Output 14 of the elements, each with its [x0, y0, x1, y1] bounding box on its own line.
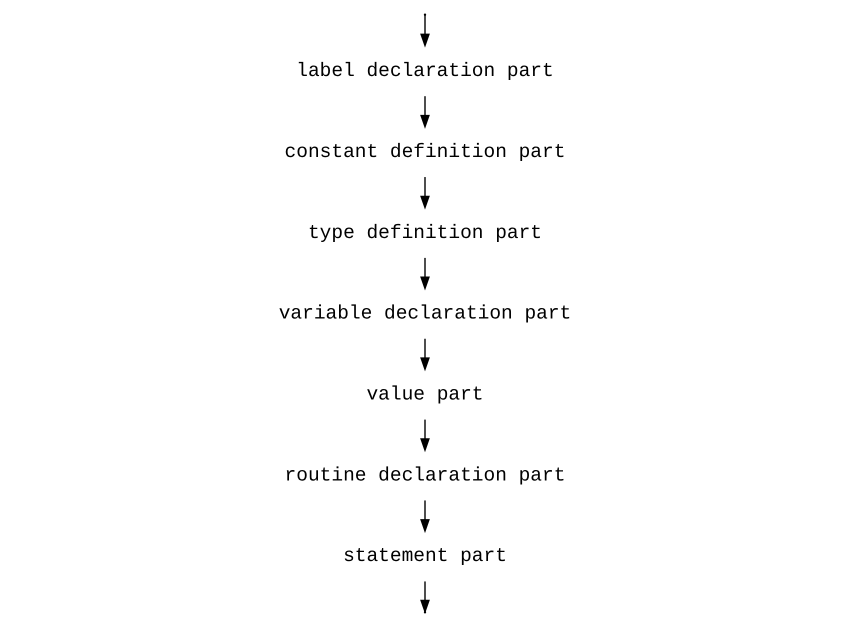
arrow — [420, 500, 430, 534]
node-text: routine declaration part — [284, 464, 565, 486]
node-text: label declaration part — [296, 60, 554, 82]
arrow — [420, 258, 430, 291]
arrow — [420, 338, 430, 372]
node-text: statement part — [342, 545, 506, 568]
arrow — [420, 15, 430, 48]
arrow — [420, 420, 430, 452]
arrow — [420, 177, 430, 210]
arrow — [420, 96, 430, 129]
node-text: value part — [366, 384, 484, 406]
node-text: constant definition part — [284, 140, 565, 163]
node-text: type definition part — [307, 222, 542, 244]
node-text: variable declaration part — [278, 302, 571, 325]
